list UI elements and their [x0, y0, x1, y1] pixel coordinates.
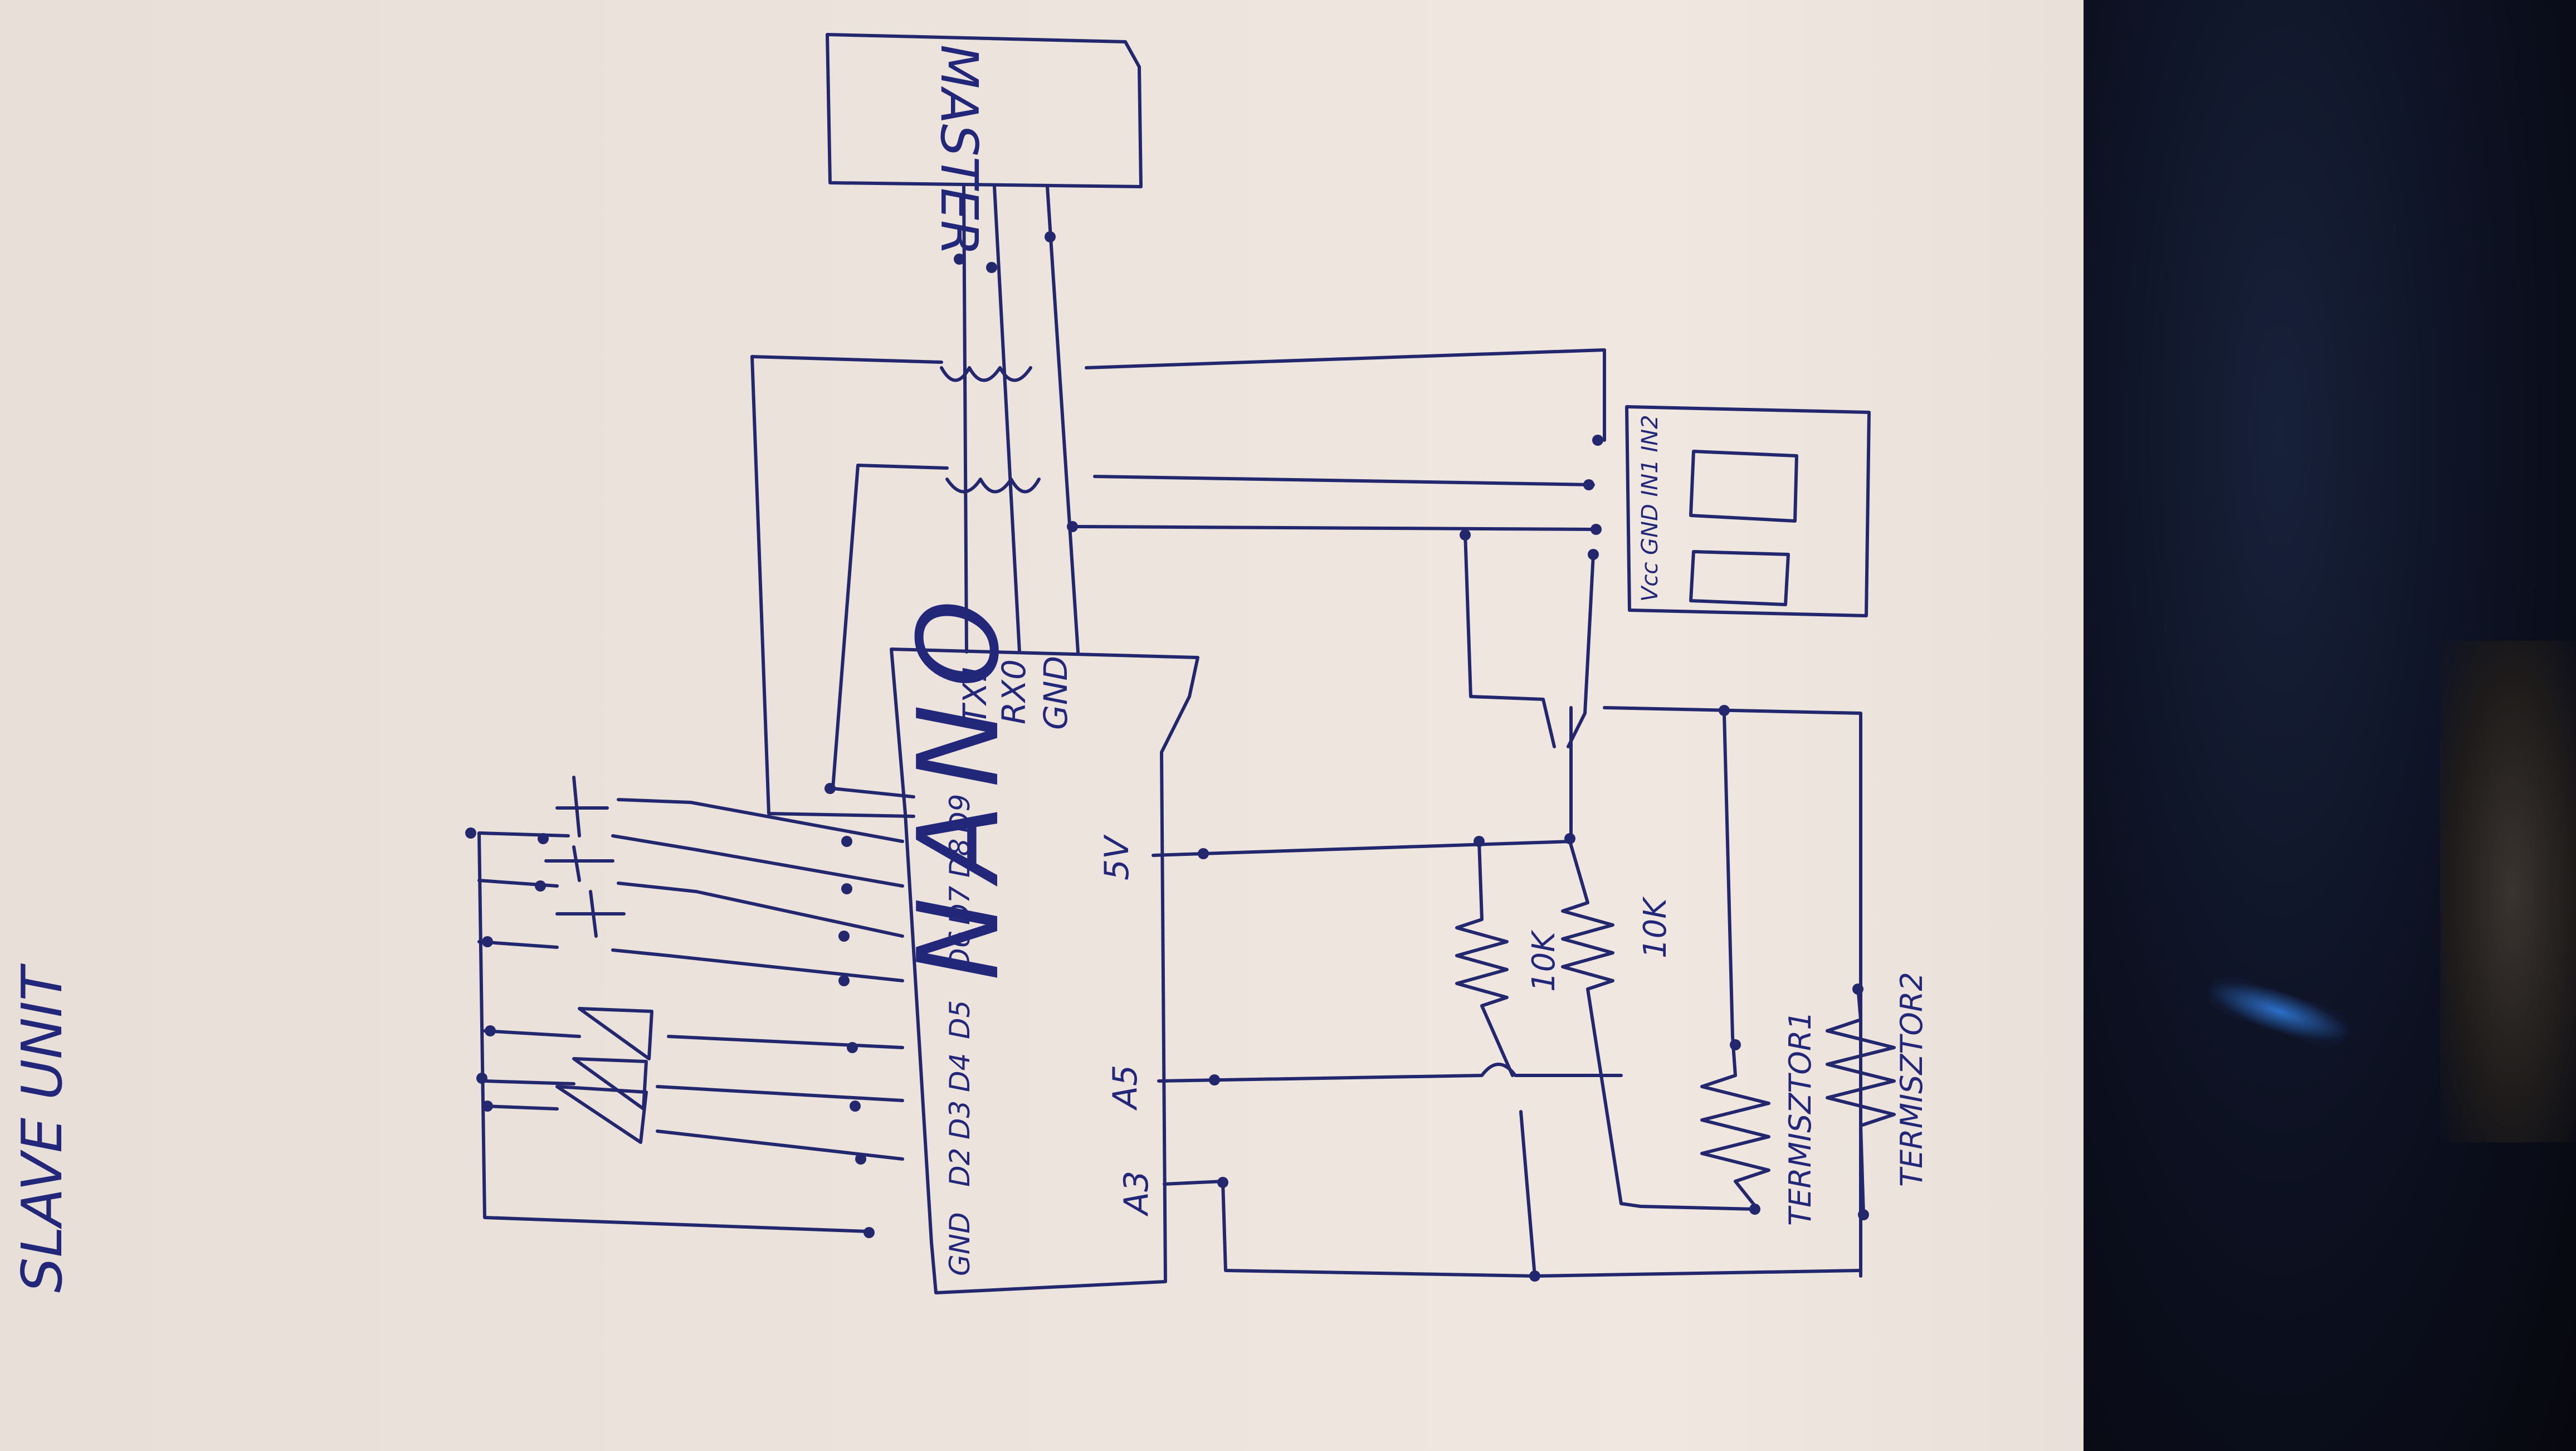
thermistor-2: TERMISZTOR2: [1826, 972, 1929, 1220]
pin-d3-label: D3: [944, 1101, 976, 1140]
pin-rx0-label: RX0: [995, 659, 1033, 724]
pin-d2-label: D2: [944, 1148, 976, 1187]
nano-a5-label: A5: [1106, 1065, 1145, 1111]
pin-gnd-top-label: GND: [1037, 656, 1075, 730]
resistor-2-label: 10K: [1637, 896, 1674, 958]
serial-wires: [940, 185, 1080, 654]
power-rail: [1152, 705, 1862, 1278]
pin-tx1-label: TX1: [956, 662, 994, 724]
module-wires: [750, 348, 1606, 818]
resistor-1-label: 10K: [1526, 929, 1562, 992]
resistor-2: 10K: [1561, 840, 1674, 1205]
brown-cloth: [2440, 641, 2576, 1142]
nano-5v-label: 5V: [1097, 834, 1136, 880]
module-pin-labels: Vcc GND IN1 IN2: [1637, 415, 1663, 602]
pin-d5-label: D5: [944, 1000, 976, 1039]
pin-d8-label: D8: [944, 839, 976, 878]
pin-d6-label: D6: [944, 931, 976, 970]
resistor-1: 10K: [1455, 840, 1562, 1077]
nano-a3-label: A3: [1117, 1171, 1156, 1217]
thermistor-2-label: TERMISZTOR2: [1894, 972, 1929, 1187]
nano-label: NANO: [894, 583, 1024, 981]
hand-drawn-schematic: SLAVE UNIT MASTER NANO 5V A5 A3 TX1 RX0 …: [9, 33, 1929, 1294]
thermistor-1-label: TERMISZTOR1: [1783, 1011, 1818, 1226]
analog-wires: [1157, 1063, 1862, 1282]
pin-d4-label: D4: [944, 1053, 976, 1092]
pin-gnd-label: GND: [944, 1212, 976, 1276]
nano-board: NANO 5V A5 A3 TX1 RX0 GND GND D2 D3 D4 D…: [890, 583, 1199, 1294]
master-box: MASTER: [826, 33, 1143, 256]
pin-d9-label: D9: [944, 794, 976, 833]
diagram-title: SLAVE UNIT: [9, 963, 75, 1293]
pin-d7-label: D7: [944, 885, 976, 925]
thermistor-1: TERMISZTOR1: [1700, 1011, 1818, 1226]
inputs-and-leds: [465, 776, 904, 1238]
master-label: MASTER: [929, 45, 989, 256]
driver-module: Vcc GND IN1 IN2: [1583, 405, 1871, 617]
